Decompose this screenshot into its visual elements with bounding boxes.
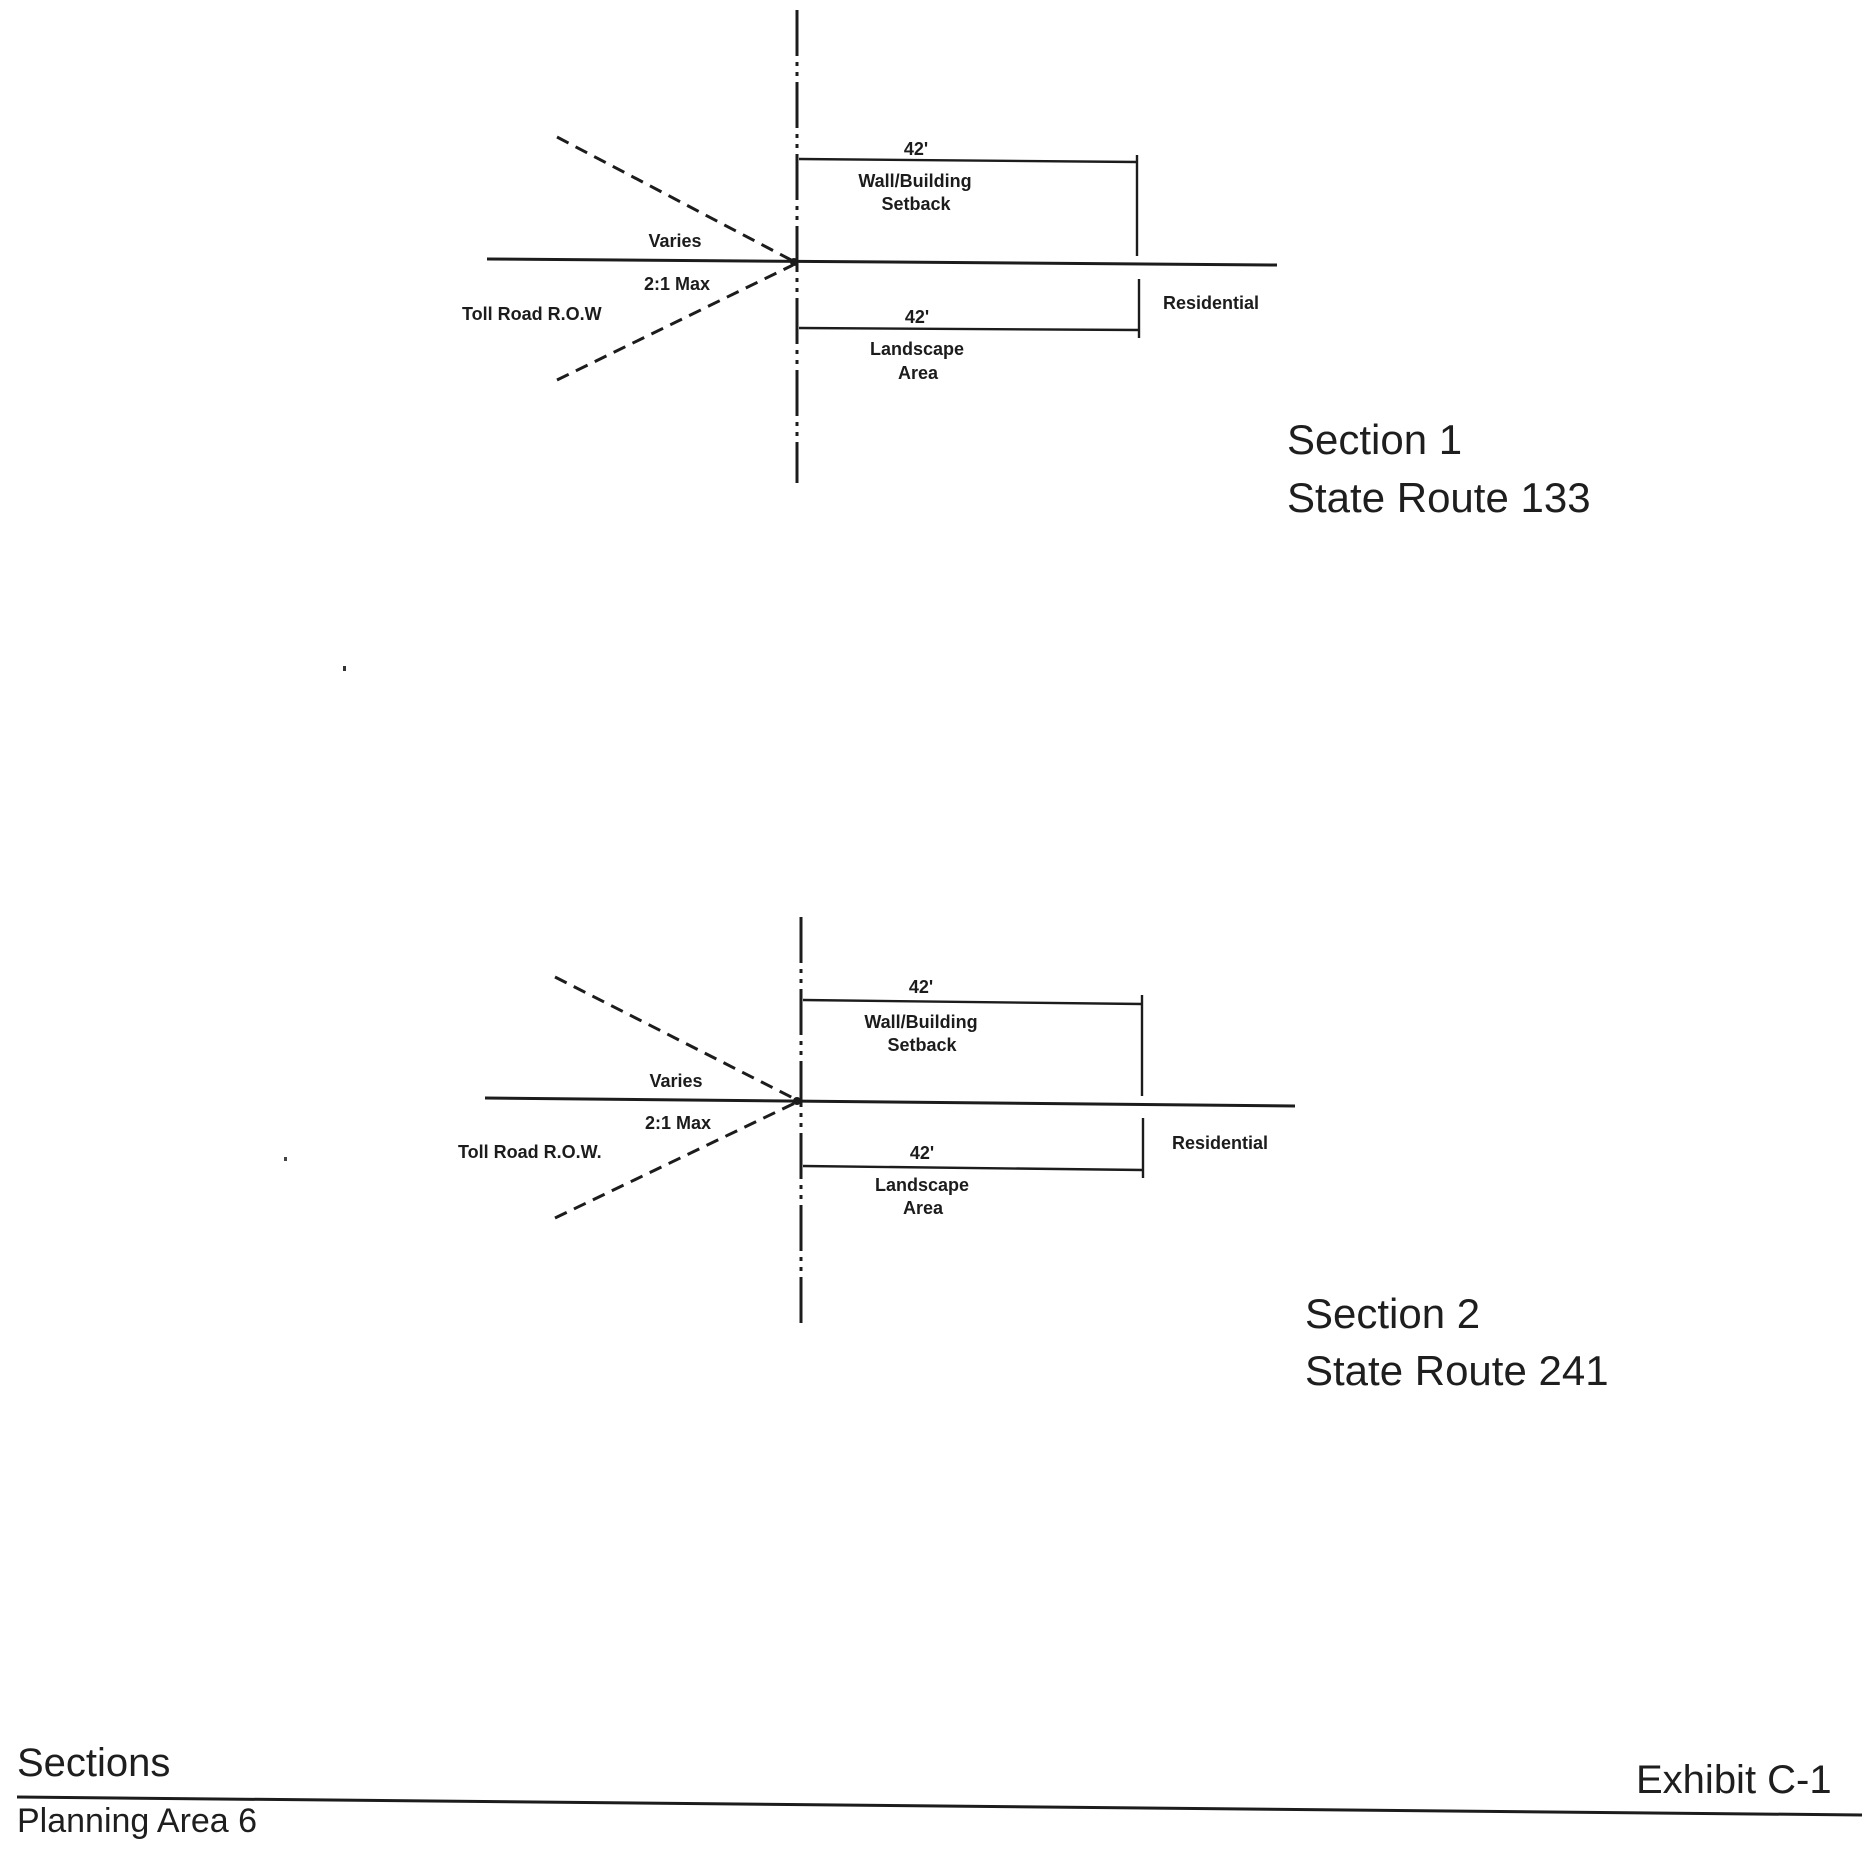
section-2-landscape-label-2: Area — [903, 1198, 944, 1218]
section-2-hinge-point — [793, 1097, 801, 1105]
section-1-setback-label-2: Setback — [881, 194, 951, 214]
section-1-title: Section 1 — [1287, 416, 1462, 463]
section-1-setback-dimension: 42' — [904, 139, 928, 159]
section-1-toll-road-label: Toll Road R.O.W — [462, 304, 602, 324]
section-1-hinge-point — [790, 258, 798, 266]
section-1-varies-label: Varies — [648, 231, 701, 251]
section-2-ground-line — [484, 1096, 1296, 1108]
footer-subtitle: Planning Area 6 — [17, 1802, 257, 1840]
section-2-setback-label-1: Wall/Building — [864, 1012, 977, 1032]
exhibit-label: Exhibit C-1 — [1636, 1758, 1832, 1802]
scan-speck — [343, 666, 346, 671]
section-1-diagram: 42' Wall/Building Setback 42' Landscape … — [462, 10, 1591, 521]
section-2-upper-slope-line — [554, 975, 796, 1101]
scan-speck — [284, 1157, 287, 1161]
footer-rule — [16, 1795, 1863, 1817]
section-2-setback-dimension-line — [802, 998, 1143, 1006]
section-2-setback-dimension: 42' — [909, 977, 933, 997]
footer-title: Sections — [17, 1741, 170, 1785]
section-1-setback-label-1: Wall/Building — [858, 171, 971, 191]
section-2-title: Section 2 — [1305, 1290, 1480, 1337]
section-2-route: State Route 241 — [1305, 1347, 1609, 1394]
section-2-varies-label: Varies — [649, 1071, 702, 1091]
section-2-landscape-dimension: 42' — [910, 1143, 934, 1163]
section-1-lower-slope-line — [556, 263, 794, 382]
section-1-upper-slope-line — [556, 135, 794, 263]
section-2-diagram: 42' Wall/Building Setback 42' Landscape … — [458, 917, 1609, 1394]
section-1-ground-line — [486, 257, 1278, 267]
section-2-slope-label: 2:1 Max — [645, 1113, 711, 1133]
footer: Sections Planning Area 6 Exhibit C-1 — [16, 1741, 1863, 1840]
section-2-lower-slope-line — [554, 1101, 796, 1220]
section-2-landscape-dimension-line — [802, 1164, 1144, 1172]
section-1-setback-dimension-line — [798, 157, 1138, 164]
section-2-setback-label-2: Setback — [887, 1035, 957, 1055]
section-2-landscape-label-1: Landscape — [875, 1175, 969, 1195]
section-1-route: State Route 133 — [1287, 474, 1591, 521]
section-1-landscape-label-1: Landscape — [870, 339, 964, 359]
section-1-landscape-dimension: 42' — [905, 307, 929, 327]
section-2-residential-label: Residential — [1172, 1133, 1268, 1153]
section-1-landscape-dimension-line — [798, 326, 1140, 332]
section-1-landscape-label-2: Area — [898, 363, 939, 383]
section-2-toll-road-label: Toll Road R.O.W. — [458, 1142, 602, 1162]
section-1-residential-label: Residential — [1163, 293, 1259, 313]
section-1-slope-label: 2:1 Max — [644, 274, 710, 294]
